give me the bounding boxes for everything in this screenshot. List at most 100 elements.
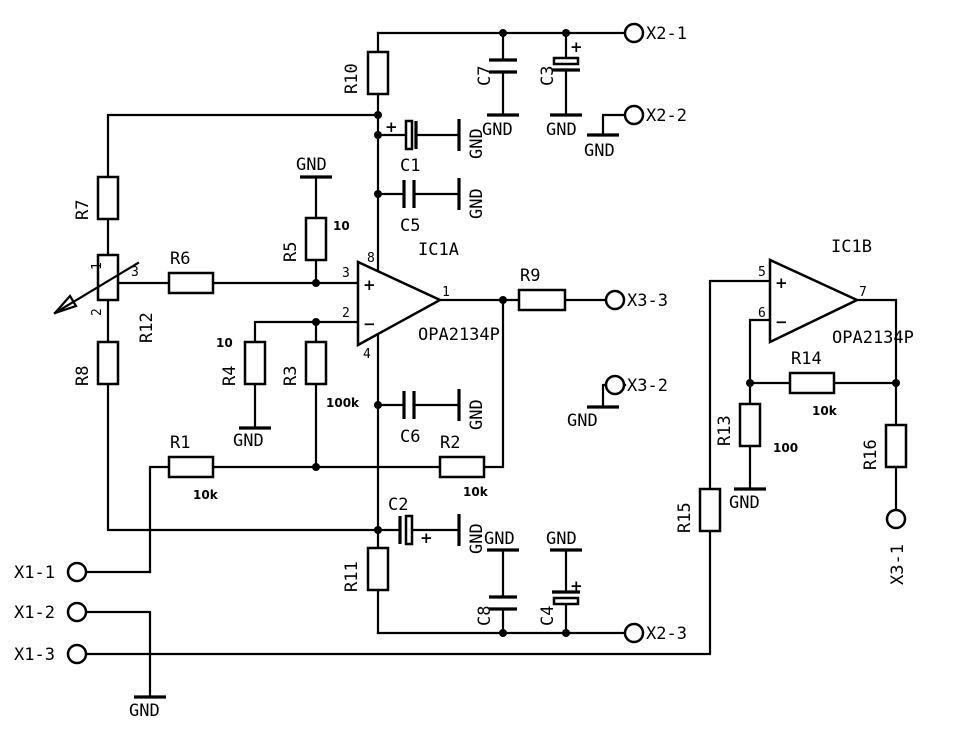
gnd-label: GND	[546, 529, 577, 549]
opamp-ic1a	[356, 260, 443, 348]
resistor-r11	[366, 546, 390, 592]
junction-dot	[374, 131, 382, 139]
junction-dot	[499, 296, 507, 304]
pin-6: 6	[758, 306, 766, 321]
label-c8: C8	[475, 606, 495, 626]
terminal-x3-1	[885, 508, 907, 530]
junction-dot	[312, 463, 320, 471]
gnd-label: GND	[467, 523, 487, 554]
label-r1: R1	[170, 433, 190, 453]
label-r12: R12	[137, 312, 157, 343]
resistor-r10	[366, 50, 390, 96]
resistor-r3	[304, 340, 328, 386]
label-x3-2: X3-2	[627, 376, 668, 396]
label-r7: R7	[73, 200, 93, 220]
label-c7: C7	[475, 66, 495, 86]
gnd-label: GND	[729, 493, 760, 513]
terminal-x1-2	[66, 601, 88, 623]
resistor-r7	[96, 175, 120, 221]
resistors	[53, 50, 908, 592]
c2-polarity: +	[420, 529, 433, 547]
junction-dot	[562, 629, 570, 637]
label-r6: R6	[170, 249, 190, 269]
label-r9: R9	[520, 266, 540, 286]
value-r13: 100	[773, 441, 798, 455]
label-opa-b: OPA2134P	[832, 328, 914, 348]
junction-dot	[374, 526, 382, 534]
op-amps	[356, 258, 860, 348]
gnd-label: GND	[567, 411, 598, 431]
pin-1: 1	[442, 285, 450, 300]
resistor-r8	[96, 340, 120, 386]
terminal-x3-2	[604, 374, 626, 396]
capacitor-c3-plate	[552, 56, 580, 66]
label-c1: C1	[400, 156, 420, 176]
opamp-ic1b	[768, 258, 860, 344]
capacitor-c2-plate	[404, 514, 414, 546]
junction-dot	[562, 29, 570, 37]
value-r5: 10	[333, 219, 350, 233]
pot-pin-2: 2	[90, 308, 105, 316]
pin-5: 5	[758, 265, 766, 280]
label-r16: R16	[861, 439, 881, 470]
resistor-r13	[738, 402, 762, 448]
capacitor-c4-plate	[552, 596, 580, 606]
label-r8: R8	[73, 366, 93, 386]
junction-dot	[746, 379, 754, 387]
capacitor-c1-plate	[404, 119, 414, 151]
resistor-r2	[438, 455, 486, 479]
label-r13: R13	[715, 415, 735, 446]
terminal-x2-1	[623, 22, 645, 44]
resistor-r5	[304, 216, 328, 262]
c4-polarity: +	[570, 577, 583, 595]
gnd-label: GND	[467, 399, 487, 430]
labels: X2-1 X2-2 X2-3 X3-3 X3-2 X3-1 X1-1 X1-2 …	[14, 24, 914, 721]
resistor-r16	[884, 423, 908, 469]
resistor-r1	[167, 455, 215, 479]
resistor-r14	[788, 371, 836, 395]
pot-pin-3: 3	[131, 265, 139, 280]
pin-2: 2	[342, 306, 350, 321]
junction-dot	[312, 318, 320, 326]
label-r3: R3	[281, 366, 301, 386]
pin-8: 8	[367, 251, 375, 266]
potentiometer-arrowhead	[53, 294, 78, 315]
terminal-x2-3	[623, 622, 645, 644]
gnd-label: GND	[546, 120, 577, 140]
pot-pin-1: 1	[90, 262, 105, 270]
resistor-r9	[517, 288, 567, 312]
label-r10: R10	[342, 63, 362, 94]
c1-polarity: +	[385, 118, 398, 136]
label-x1-1: X1-1	[14, 563, 55, 583]
label-c2: C2	[388, 495, 408, 515]
gnd-label: GND	[296, 155, 327, 175]
gnd-label: GND	[129, 701, 160, 721]
label-x3-3: X3-3	[627, 291, 668, 311]
terminal-x1-1	[66, 561, 88, 583]
gnd-label: GND	[482, 120, 513, 140]
value-r2: 10k	[463, 485, 489, 499]
resistor-r15	[698, 487, 722, 533]
opamp-a-minus: −	[363, 315, 376, 333]
label-ic1b: IC1B	[831, 237, 872, 257]
junction-dot	[892, 379, 900, 387]
label-x3-1: X3-1	[888, 544, 908, 585]
gnd-label: GND	[467, 188, 487, 219]
gnd-label: GND	[467, 128, 487, 159]
c3-polarity: +	[570, 38, 583, 56]
junction-dot	[374, 401, 382, 409]
capacitors	[398, 56, 580, 611]
label-r15: R15	[675, 502, 695, 533]
potentiometer-r12	[96, 253, 120, 302]
terminal-x3-3	[604, 289, 626, 311]
junction-dot	[374, 190, 382, 198]
junction-dot	[499, 29, 507, 37]
gnd-label: GND	[584, 141, 615, 161]
opamp-b-plus: +	[775, 274, 788, 292]
opamp-a-plus: +	[363, 276, 376, 294]
gnd-label: GND	[233, 431, 264, 451]
label-r2: R2	[440, 433, 460, 453]
gnd-label: GND	[484, 529, 515, 549]
label-c5: C5	[400, 216, 420, 236]
junction-dot	[374, 111, 382, 119]
